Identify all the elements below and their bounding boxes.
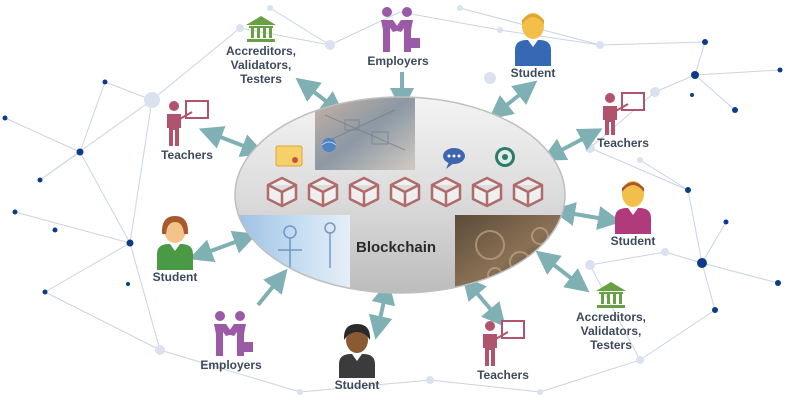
actor-teachers-bottom: Teachers bbox=[448, 318, 558, 382]
actor-label-line: Validators, bbox=[580, 324, 642, 338]
arrow-teachers-right bbox=[541, 128, 603, 161]
actor-student-bottom: Student bbox=[302, 322, 412, 392]
actor-label-line: Student bbox=[334, 378, 380, 392]
student-icon bbox=[339, 324, 375, 378]
actor-label-line: Teachers bbox=[597, 136, 649, 150]
teacher-icon bbox=[603, 92, 645, 135]
seal-badge-icon bbox=[495, 147, 515, 167]
arrow-teachers-bottom bbox=[462, 275, 506, 328]
actor-accreditors-top: Accreditors, Validators, Testers bbox=[206, 14, 316, 86]
actor-label-line: Teachers bbox=[477, 368, 529, 382]
chat-bubble-icon bbox=[443, 148, 465, 169]
actor-student-top: Student bbox=[478, 10, 588, 80]
actor-student-right: Student bbox=[578, 178, 688, 248]
block-cube-icon bbox=[307, 176, 339, 208]
student-icon bbox=[515, 13, 551, 66]
city-photo bbox=[315, 97, 415, 170]
certificate-icon bbox=[275, 145, 303, 167]
actor-label-line: Employers bbox=[200, 358, 262, 372]
arrow-student-top bbox=[488, 80, 538, 120]
arrow-employers-bottom bbox=[256, 268, 288, 307]
actor-label-line: Student bbox=[152, 270, 198, 284]
institution-icon bbox=[596, 282, 626, 308]
actor-teachers-right: Teachers bbox=[568, 90, 678, 150]
student-icon bbox=[615, 181, 651, 234]
actor-label-line: Testers bbox=[590, 338, 632, 352]
student-icon bbox=[157, 216, 193, 270]
actor-label-line: Accreditors, bbox=[575, 310, 647, 324]
actor-label-line: Employers bbox=[367, 54, 429, 68]
globe-photo-icon bbox=[321, 138, 337, 152]
arrow-teachers-left bbox=[198, 126, 266, 157]
actor-label-line: Validators, bbox=[230, 58, 292, 72]
block-cube-icon bbox=[389, 176, 421, 208]
blockchain-cubes bbox=[266, 176, 544, 208]
teacher-icon bbox=[167, 100, 209, 146]
arrow-student-bottom bbox=[368, 280, 396, 340]
arrow-accreditors-top bbox=[295, 77, 345, 116]
blockchain-label: Blockchain bbox=[356, 239, 437, 256]
handshake-icon bbox=[381, 7, 420, 52]
teacher-icon bbox=[483, 320, 525, 366]
block-cube-icon bbox=[430, 176, 462, 208]
actor-accreditors-right: Accreditors, Validators, Testers bbox=[556, 280, 666, 352]
arrow-student-right bbox=[551, 202, 622, 230]
actor-employers-top: Employers bbox=[343, 4, 453, 68]
block-cube-icon bbox=[512, 176, 544, 208]
handshake-icon bbox=[214, 311, 253, 356]
block-cube-icon bbox=[348, 176, 380, 208]
actor-employers-bottom: Employers bbox=[176, 308, 286, 372]
actor-student-left: Student bbox=[120, 214, 230, 284]
arrow-accreditors-right bbox=[535, 250, 590, 293]
block-cube-icon bbox=[471, 176, 503, 208]
actor-label-line: Accreditors, bbox=[225, 44, 297, 58]
actor-teachers-left: Teachers bbox=[132, 98, 242, 162]
network-nodes-dark bbox=[2, 39, 783, 313]
network-lines bbox=[4, 7, 781, 393]
actor-label-line: Teachers bbox=[161, 148, 213, 162]
actor-label-line: Testers bbox=[240, 72, 282, 86]
arrow-student-left bbox=[188, 230, 258, 263]
institution-icon bbox=[246, 16, 276, 42]
actor-label-line: Student bbox=[510, 66, 556, 80]
actor-label-line: Student bbox=[610, 234, 656, 248]
block-cube-icon bbox=[266, 176, 298, 208]
